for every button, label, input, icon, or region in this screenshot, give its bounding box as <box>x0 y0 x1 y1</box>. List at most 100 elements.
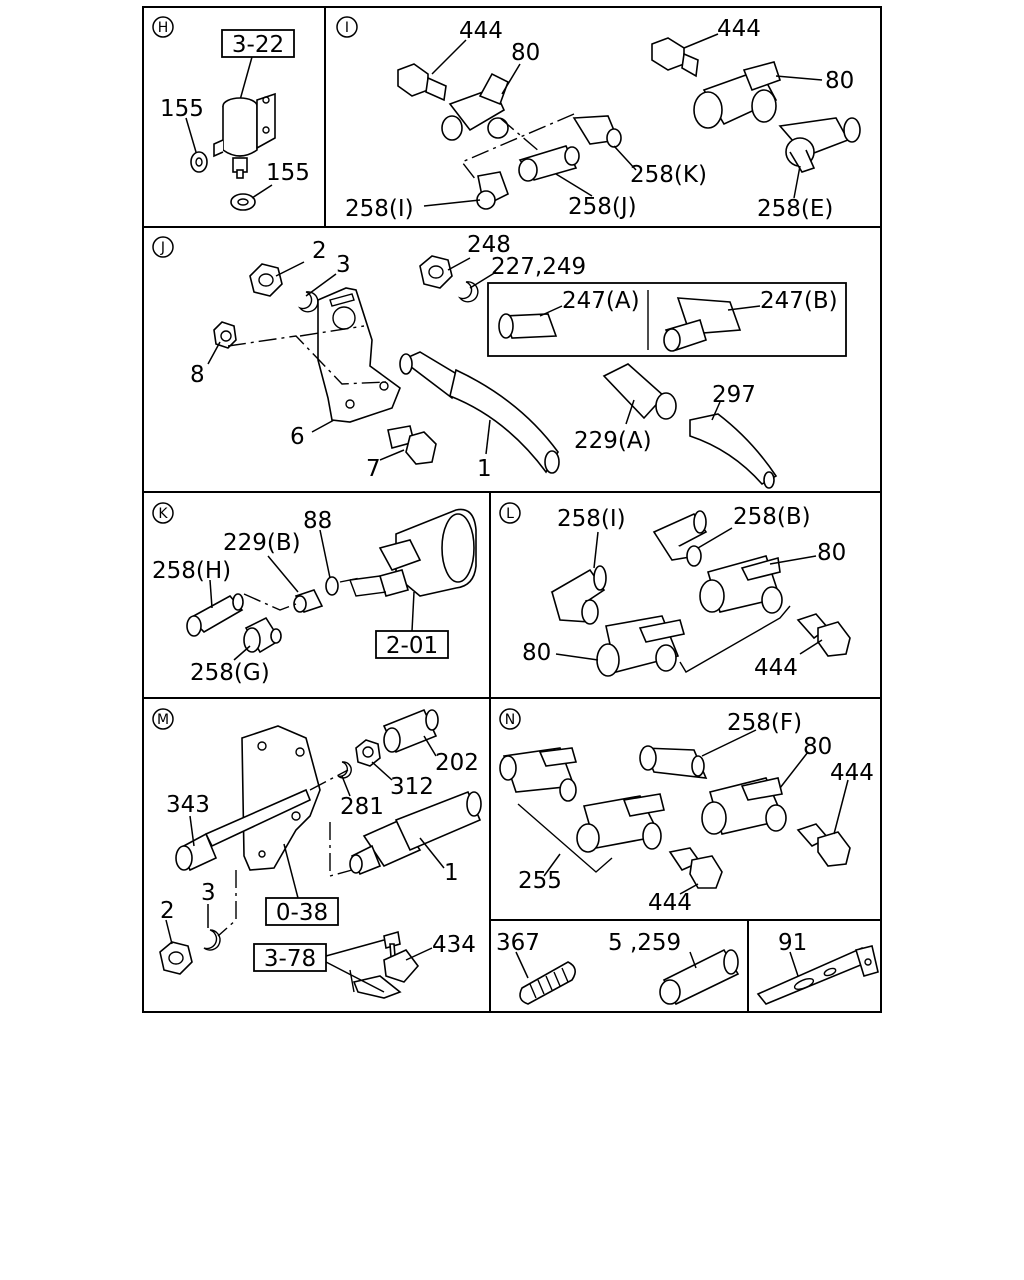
tee-fitting <box>596 615 686 677</box>
tee-fitting <box>499 747 578 802</box>
callout-label: 247(A) <box>562 288 640 314</box>
section-m: M <box>152 708 482 999</box>
grid-lines <box>142 6 882 1013</box>
fitting-247a <box>498 313 558 339</box>
callout-label: 258(I) <box>557 506 626 532</box>
snap-ring <box>203 929 221 951</box>
callout-label: 444 <box>459 18 503 44</box>
bolt <box>796 613 851 657</box>
callout-label: 80 <box>803 734 832 760</box>
callout-label: 229(B) <box>223 530 301 556</box>
hose <box>399 351 560 474</box>
small-fitting <box>518 145 580 182</box>
callout-label: 155 <box>266 160 310 186</box>
callout-label: 258(K) <box>630 162 707 188</box>
callout-label: 202 <box>435 750 479 776</box>
section-n: N <box>499 708 874 916</box>
callout-label: 80 <box>511 40 540 66</box>
small-fitting <box>476 171 509 210</box>
nut <box>159 941 193 975</box>
washer <box>325 576 339 596</box>
sleeve <box>659 948 740 1006</box>
fitting-258f <box>639 745 708 779</box>
bracket <box>241 725 321 871</box>
fitting-202 <box>382 708 439 754</box>
snap-ring <box>297 291 319 313</box>
section-k: K 2-01 88 <box>152 502 477 686</box>
callout-label: 3 <box>201 880 216 906</box>
bracket <box>317 287 401 423</box>
callout-label: 258(E) <box>757 196 833 222</box>
clip <box>349 930 420 999</box>
section-letter: J <box>160 240 165 256</box>
sleeve <box>602 363 677 420</box>
callout-label: 258(J) <box>568 194 637 220</box>
fitting-229b <box>293 589 324 613</box>
callout-label: 247(B) <box>760 288 838 314</box>
hose <box>349 790 482 876</box>
ref-box-label: 3-78 <box>264 946 316 972</box>
callout-label: 258(F) <box>727 710 802 736</box>
bolt <box>651 37 699 78</box>
callout-label: 80 <box>825 68 854 94</box>
section-coil-sleeve: 367 5 ,259 <box>496 930 740 1006</box>
callout-label: 8 <box>190 362 205 388</box>
section-letter: H <box>158 20 169 36</box>
section-h: H 3-22 155 155 <box>152 16 310 211</box>
bolt <box>668 847 723 889</box>
callout-label: 343 <box>166 792 210 818</box>
callout-label: 258(G) <box>190 660 270 686</box>
callout-label: 434 <box>432 932 476 958</box>
callout-label: 5 ,259 <box>608 930 681 956</box>
nut <box>419 255 453 289</box>
callout-label: 80 <box>817 540 846 566</box>
section-letter: L <box>506 506 514 522</box>
ref-box-label: 3-22 <box>232 32 284 58</box>
callout-label: 80 <box>522 640 551 666</box>
callout-label: 91 <box>778 930 807 956</box>
elbow-fitting <box>652 510 708 567</box>
callout-label: 7 <box>366 456 381 482</box>
small-fitting <box>572 115 622 148</box>
section-letter: N <box>505 712 515 728</box>
fitting-258g <box>243 616 282 654</box>
section-j: J <box>152 232 847 489</box>
washer <box>190 151 208 173</box>
elbow-fitting <box>550 565 607 625</box>
callout-label: 88 <box>303 508 332 534</box>
callout-label: 6 <box>290 424 305 450</box>
callout-label: 3 <box>336 252 351 278</box>
callout-label: 155 <box>160 96 204 122</box>
callout-label: 227,249 <box>491 254 586 280</box>
callout-label: 255 <box>518 868 562 894</box>
callout-label: 258(H) <box>152 558 231 584</box>
callout-label: 367 <box>496 930 540 956</box>
tube <box>689 413 778 489</box>
snap-ring <box>457 281 479 303</box>
ref-box-label: 2-01 <box>386 633 438 659</box>
nut <box>213 321 237 349</box>
ref-box-label: 0-38 <box>276 900 328 926</box>
tee-fitting <box>576 793 665 853</box>
fitting-247b <box>663 297 742 352</box>
callout-label: 2 <box>160 898 175 924</box>
tee-fitting <box>699 555 783 614</box>
callout-label: 444 <box>717 16 761 42</box>
callout-label: 444 <box>830 760 874 786</box>
callout-label: 248 <box>467 232 511 258</box>
callout-label: 281 <box>340 794 384 820</box>
tee-fitting <box>441 72 509 141</box>
bolt <box>796 823 851 867</box>
callout-label: 1 <box>444 860 459 886</box>
callout-label: 297 <box>712 382 756 408</box>
section-letter: I <box>345 20 349 36</box>
nut <box>249 263 283 297</box>
section-letter: M <box>157 712 169 728</box>
tee-fitting <box>701 777 787 835</box>
tee-fitting <box>693 61 782 129</box>
section-l: L <box>499 502 851 681</box>
band-strip <box>756 945 879 1005</box>
section-letter: K <box>158 506 168 522</box>
callout-label: 258(I) <box>345 196 414 222</box>
fitting-343 <box>175 832 218 872</box>
